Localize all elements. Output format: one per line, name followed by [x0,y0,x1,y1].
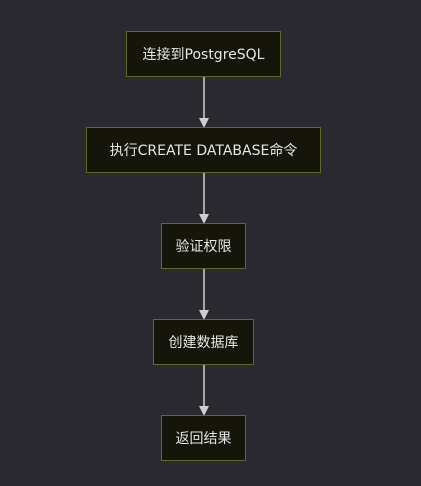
node-label: 返回结果 [175,431,232,447]
node-label: 验证权限 [175,239,232,255]
node-connect-postgresql: 连接到PostgreSQL [126,31,281,77]
node-label: 执行CREATE DATABASE命令 [109,143,298,159]
node-label: 创建数据库 [168,335,239,351]
node-label: 连接到PostgreSQL [142,47,265,63]
node-execute-create-database: 执行CREATE DATABASE命令 [86,127,321,173]
node-return-result: 返回结果 [161,415,246,461]
node-create-database: 创建数据库 [153,319,254,365]
node-verify-permissions: 验证权限 [161,223,246,269]
